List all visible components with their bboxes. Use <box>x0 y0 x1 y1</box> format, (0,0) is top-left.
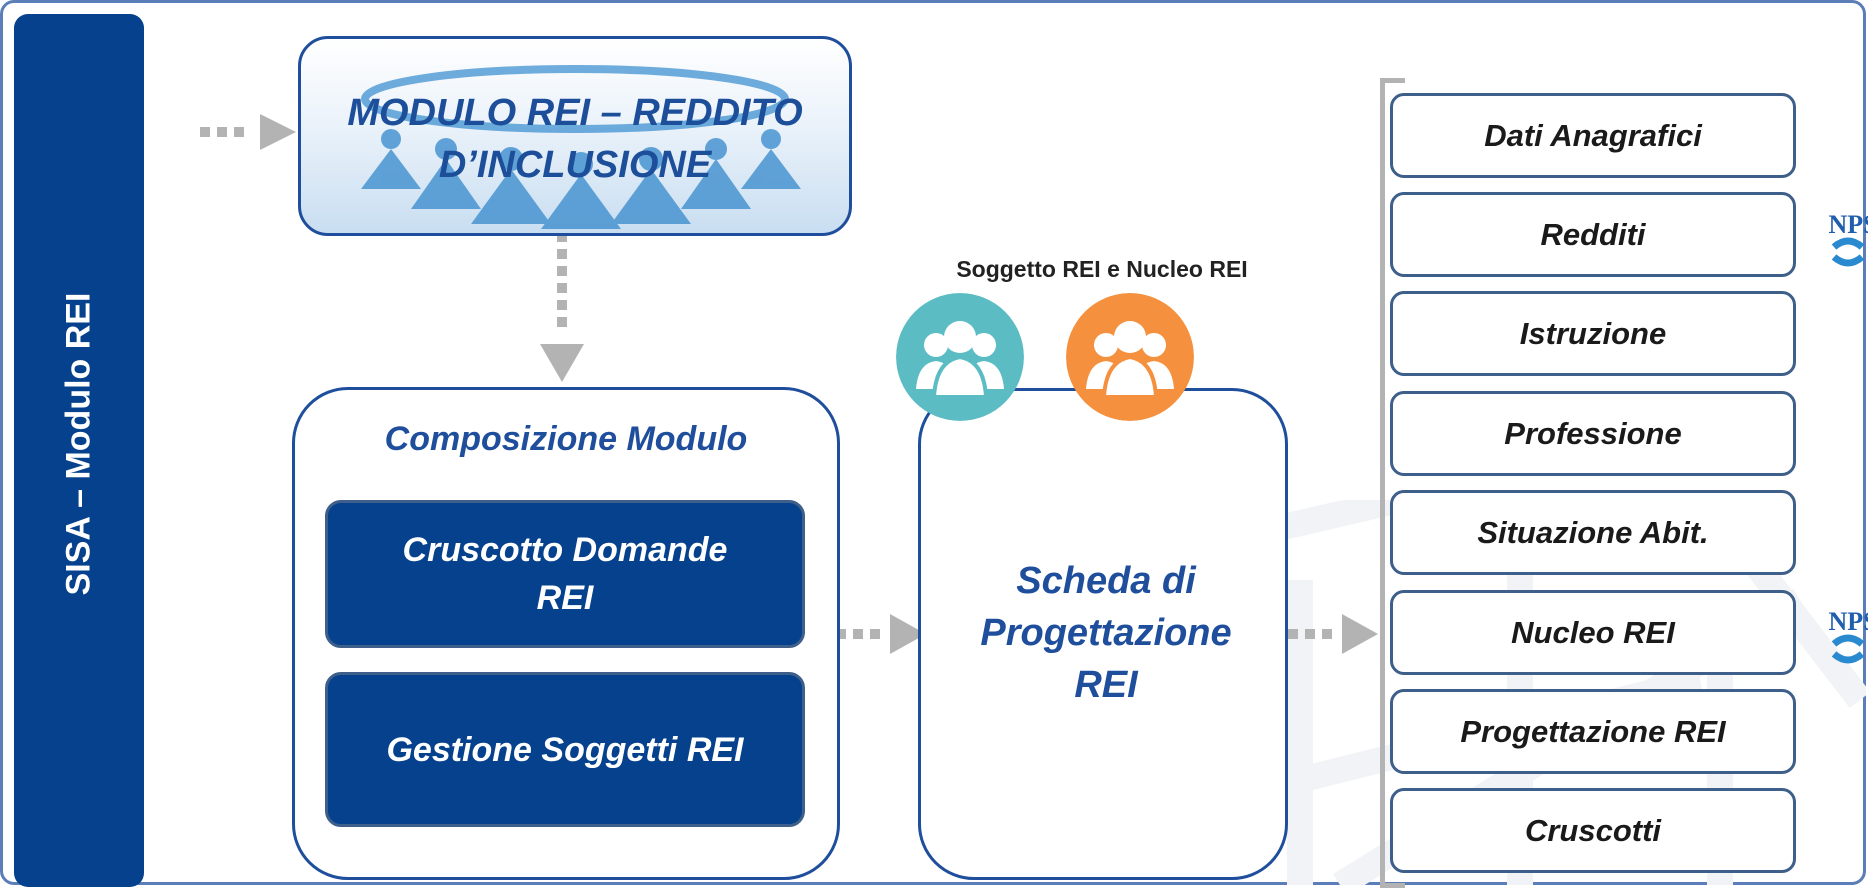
section-istruzione[interactable]: Istruzione <box>1390 291 1796 376</box>
section-label: Redditi <box>1540 216 1646 252</box>
scheda-line2: Progettazione <box>980 612 1232 654</box>
section-label: Dati Anagrafici <box>1484 117 1702 153</box>
section-cruscotti[interactable]: Cruscotti <box>1390 788 1796 873</box>
section-label: Professione <box>1504 415 1682 451</box>
sidebar-panel <box>14 14 144 887</box>
section-label: Nucleo REI <box>1511 614 1675 650</box>
scheda-line1: Scheda di <box>1016 560 1196 602</box>
cruscotto-label-line1: Cruscotto Domande <box>402 531 728 569</box>
people-circle-image <box>361 65 801 229</box>
section-professione[interactable]: Professione <box>1390 391 1796 476</box>
scheda-title: Scheda di Progettazione REI <box>922 555 1290 711</box>
inps-logo-text: INPS <box>1828 607 1868 636</box>
scheda-line3: REI <box>1074 664 1138 706</box>
section-situazione-abit[interactable]: Situazione Abit. <box>1390 490 1796 575</box>
cruscotto-domande-button[interactable]: Cruscotto Domande REI <box>325 500 805 648</box>
sidebar-title: SISA – Modulo REI <box>59 292 98 596</box>
gestione-label: Gestione Soggetti REI <box>386 730 744 769</box>
subjects-label: Soggetto REI e Nucleo REI <box>956 256 1248 282</box>
section-progettazione-rei[interactable]: Progettazione REI <box>1390 689 1796 774</box>
cruscotto-label-line2: REI <box>536 579 594 617</box>
section-label: Progettazione REI <box>1460 713 1726 749</box>
gestione-soggetti-button[interactable]: Gestione Soggetti REI <box>325 672 805 827</box>
section-dati-anagrafici[interactable]: Dati Anagrafici <box>1390 93 1796 178</box>
arrow-into-module <box>200 114 296 150</box>
inps-logo-icon: INPS <box>1828 607 1868 664</box>
inps-logo-icon: INPS <box>1828 210 1868 267</box>
scheda-progettazione-box <box>918 388 1288 880</box>
section-label: Situazione Abit. <box>1477 514 1709 550</box>
section-redditi[interactable]: Redditi <box>1390 192 1796 277</box>
nucleo-rei-icon <box>1066 293 1194 421</box>
module-rei-box: MODULO REI – REDDITO D’INCLUSIONE <box>298 36 852 236</box>
section-nucleo-rei[interactable]: Nucleo REI <box>1390 590 1796 675</box>
composition-title: Composizione Modulo <box>384 420 748 458</box>
arrow-module-to-composition <box>540 232 584 382</box>
section-label: Istruzione <box>1519 315 1667 351</box>
module-title-line2: D’INCLUSIONE <box>438 144 712 186</box>
inps-logo-text: INPS <box>1828 210 1868 239</box>
section-label: Cruscotti <box>1524 812 1662 848</box>
arrow-composition-to-scheda <box>836 614 926 654</box>
module-title-line1: MODULO REI – REDDITO <box>347 92 803 134</box>
module-rei-title: MODULO REI – REDDITO D’INCLUSIONE <box>301 87 849 191</box>
soggetto-rei-icon <box>896 293 1024 421</box>
arrow-scheda-to-sections <box>1288 614 1378 654</box>
sections-bracket <box>1380 78 1405 888</box>
